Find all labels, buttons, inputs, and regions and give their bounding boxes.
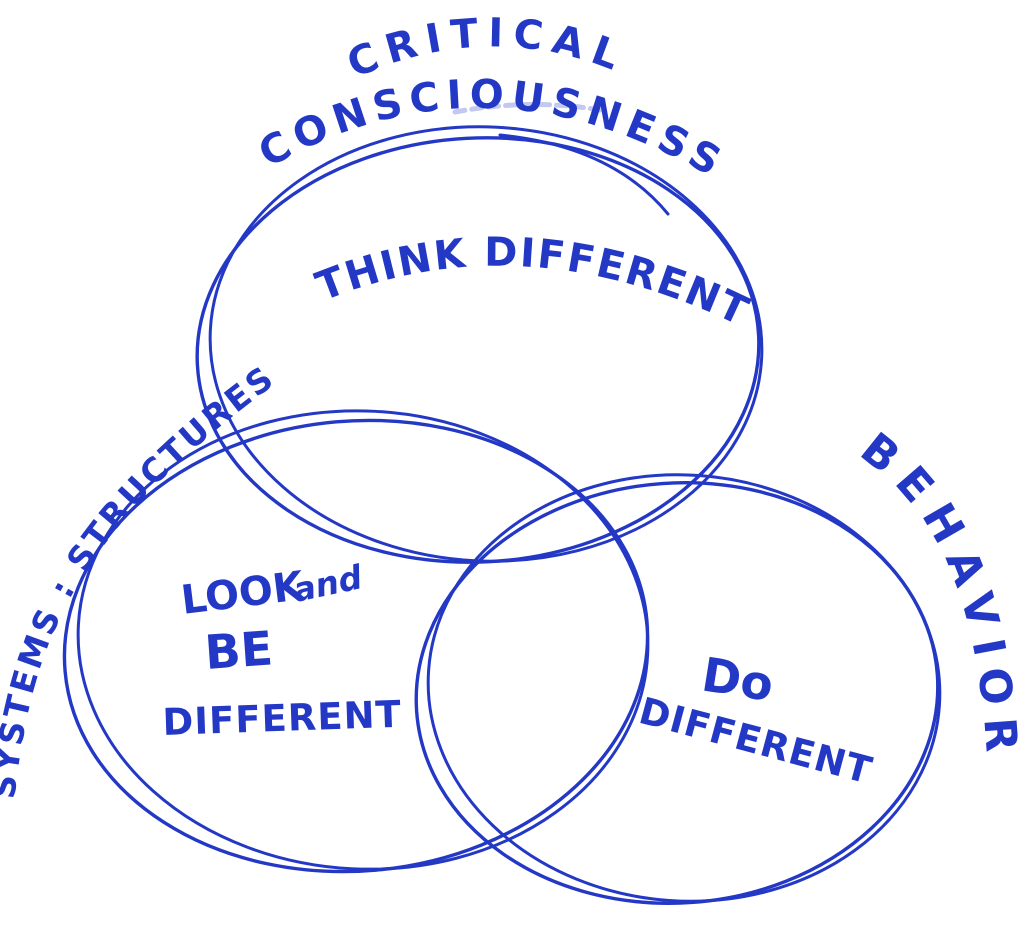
- label-be: BE: [203, 621, 275, 681]
- label-look-different-line3: DIFFERENT: [162, 693, 403, 744]
- circle-behavior-stroke-2: [426, 473, 942, 903]
- label-consciousness-line2: CONSCIOUSNESS: [251, 71, 734, 188]
- circle-systems-structures: [62, 409, 650, 874]
- circle-consciousness-stroke-2: [208, 125, 764, 563]
- circle-consciousness-stroke-1: [195, 136, 761, 564]
- label-consciousness-text: CONSCIOUSNESS: [251, 71, 727, 188]
- label-think-different: THINK DIFFERENT: [310, 230, 757, 336]
- label-do: Do: [698, 648, 777, 713]
- label-and: and: [290, 557, 366, 610]
- circle-behavior: [414, 473, 942, 905]
- label-look-and-be-different: LOOK and BE DIFFERENT: [162, 557, 403, 744]
- label-think-different-text: THINK DIFFERENT: [310, 230, 755, 336]
- faded-top-stroke: [452, 101, 603, 115]
- circle-behavior-stroke-1: [414, 481, 940, 905]
- circle-systems-stroke-2: [76, 409, 650, 871]
- label-do-different: Do DIFFERENT: [635, 648, 877, 793]
- pen-overshoot-stroke: [498, 133, 670, 216]
